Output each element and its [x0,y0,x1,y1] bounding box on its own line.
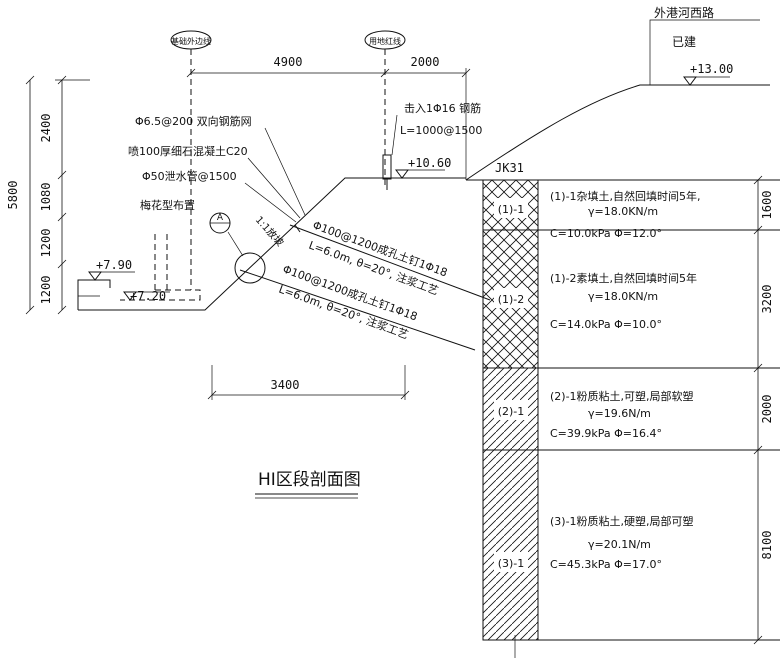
nail-labels: Φ100@1200成孔土钉1Φ18 L=6.0m, θ=20°, 注浆工艺 Φ1… [277,219,449,342]
elevation-left: +7.90 [88,258,135,281]
dim-4900: 4900 [274,55,303,69]
layer-descriptions: (1)-1杂填土,自然回填时间5年, γ=18.0KN/m C=10.0kPa … [550,189,701,571]
callout-a-label: A [217,213,224,223]
note-rebar-length: L=1000@1500 [400,124,482,137]
soil-nails [234,224,491,351]
left-dimensions: 5800 2400 1080 1200 1200 [6,75,90,315]
layer1-l2: γ=18.0KN/m [588,205,658,218]
elev-top-text: +10.60 [408,156,451,170]
borehole-label: JK31 [495,161,524,175]
drawing-title: HI区段剖面图 [255,470,361,499]
dim-r8100: 8100 [760,531,774,560]
right-dimensions: 1600 3200 2000 8100 [753,175,774,645]
note-mesh: Φ6.5@200 双向钢筋网 [135,114,252,128]
layer2-l1: (1)-2素填土,自然回填时间5年 [550,271,697,285]
callout-a: A [209,212,244,257]
road-name: 外港河西路 [654,5,714,20]
note-rebar: 击入1Φ16 钢筋 [404,101,481,115]
layer4-l2: γ=20.1N/m [588,538,651,551]
dim-1080: 1080 [39,183,53,212]
layer3-l2: γ=19.6N/m [588,407,651,420]
dim-5800: 5800 [6,181,20,210]
dim-2000: 2000 [411,55,440,69]
road-annotation: 外港河西路 已建 +13.00 [654,5,733,86]
dim-3400: 3400 [271,378,300,392]
axis-bubble-foundation: 基础外边线 [170,30,212,50]
dim-2400: 2400 [39,114,53,143]
layer-tag-4: (3)-1 [498,557,525,570]
bottom-dimension: 3400 [207,365,410,400]
note-shotcrete: 喷100厚细石混凝土C20 [128,144,248,158]
layer4-l3: C=45.3kPa Φ=17.0° [550,558,662,571]
axis-bubble-redline: 用地红线 [364,30,406,50]
layer4-l1: (3)-1粉质粘土,硬塑,局部可塑 [550,514,694,528]
soil-nail-lower [239,269,476,351]
construction-notes: Φ6.5@200 双向钢筋网 喷100厚细石混凝土C20 Φ50泄水管@1500… [128,101,482,249]
road-status: 已建 [672,35,696,49]
note-drain: Φ50泄水管@1500 [142,169,237,183]
elev-left-text: +7.90 [96,258,132,272]
top-dimension: 4900 2000 [186,55,471,180]
layer-tag-2: (1)-2 [498,293,525,306]
layer2-l3: C=14.0kPa Φ=10.0° [550,318,662,331]
layer2-l2: γ=18.0KN/m [588,290,658,303]
detail-circle [234,252,266,284]
dim-r2000: 2000 [760,395,774,424]
dim-r1600: 1600 [760,191,774,220]
excavation-profile [77,19,770,311]
elevation-top: +10.60 [395,156,451,179]
axis-label-redline: 用地红线 [369,36,401,46]
dim-1200-upper: 1200 [39,229,53,258]
layer-tag-3: (2)-1 [498,405,525,418]
soil-nail-upper [289,224,491,301]
layer1-l3: C=10.0kPa Φ=12.0° [550,227,662,240]
drawing-title-text: HI区段剖面图 [258,470,361,490]
layer3-l3: C=39.9kPa Φ=16.4° [550,427,662,440]
borehole-column: JK31 (1)-1 (1)-2 (2)-1 (3)-1 [466,161,780,658]
dim-r3200: 3200 [760,285,774,314]
elev-bottom-text: +7.20 [130,289,166,303]
layer-tag-1: (1)-1 [498,203,525,216]
layer3-l1: (2)-1粉质粘土,可塑,局部软塑 [550,389,694,403]
elevation-bottom: +7.20 [123,289,170,303]
note-slope: 1:1放坡 [253,213,287,249]
axis-label-foundation: 基础外边线 [171,36,211,46]
layer1-l1: (1)-1杂填土,自然回填时间5年, [550,189,701,203]
note-drain-layout: 梅花型布置 [140,198,195,212]
dim-1200-lower: 1200 [39,276,53,305]
road-elev: +13.00 [690,62,733,76]
